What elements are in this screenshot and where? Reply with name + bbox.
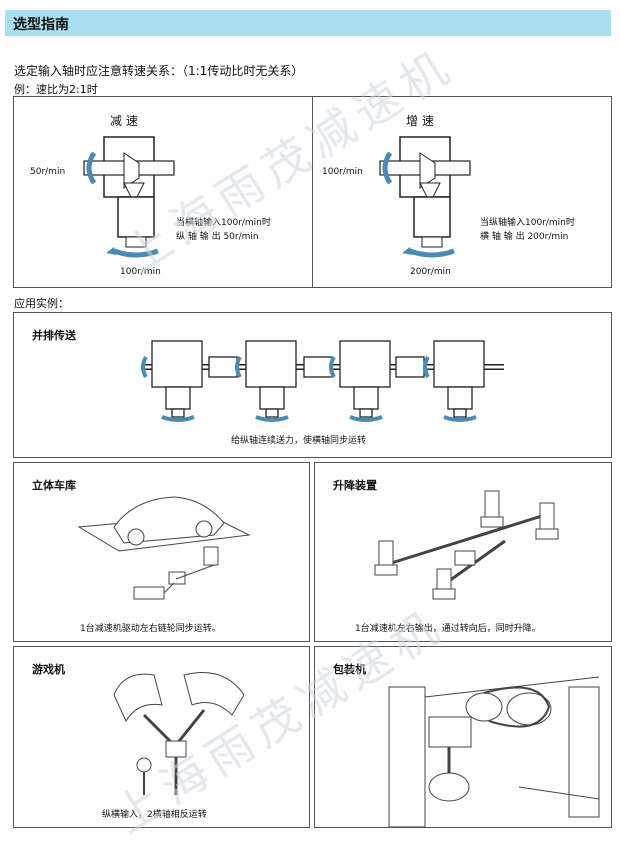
garage-car-diagram [77,496,251,600]
game-panel: 游戏机 纵横输入，2横轴相反运转 [13,646,310,828]
decel-gearbox-diagram [83,136,175,258]
decel-title: 减 速 [110,114,138,128]
decel-note-2: 纵 轴 输 出 50r/min [176,232,259,242]
accel-note-1: 当纵轴输入100r/min时 [480,218,575,228]
lift-jacks-diagram [374,490,559,600]
section-title: 选型指南 [13,17,69,33]
parallel-title: 并排传送 [32,329,76,342]
garage-title: 立体车库 [32,479,76,492]
accel-gearbox-diagram [379,136,471,258]
accel-output-speed: 200r/min [410,267,451,277]
garage-caption: 1台减速机驱动左右链轮同步运转。 [80,624,221,634]
lift-caption: 1台减速机左右输出，通过转向后，同时升降。 [355,624,541,634]
game-machine-diagram [113,672,245,795]
decel-note-1: 当横轴输入100r/min时 [176,218,271,228]
lift-panel: 升降装置 1台减速机左右输出，通过转向后，同时升降。 [314,462,612,642]
decel-input-speed: 50r/min [30,167,66,177]
divider [312,97,313,287]
accel-note-2: 横 轴 输 出 200r/min [480,232,569,242]
accel-input-speed: 100r/min [322,167,363,177]
parallel-gearboxes-diagram [141,340,504,422]
accel-title: 增 速 [406,114,434,128]
game-title: 游戏机 [32,663,65,676]
packing-machine-diagram [388,676,600,828]
parallel-panel: 并排传送 给纵轴连续送力，使横轴同步运转 [13,312,612,458]
section-header: 选型指南 [5,10,611,36]
garage-panel: 立体车库 1台减速机驱动左右链轮同步运转。 [13,462,310,642]
intro-line2: 例：速比为2:1时 [14,83,98,96]
intro-line1: 选定输入轴时应注意转速关系：（1:1传动比时无关系） [14,64,304,78]
game-caption: 纵横输入，2横轴相反运转 [102,810,207,820]
parallel-caption: 给纵轴连续送力，使横轴同步运转 [231,436,367,446]
decel-output-speed: 100r/min [120,267,161,277]
packing-title: 包装机 [333,663,366,676]
packing-panel: 包装机 [314,646,612,828]
lift-title: 升降装置 [333,479,377,492]
example-panel: 减 速 50r/min 100r/min 当横轴输入100r/min时 纵 轴 … [13,96,612,288]
applications-heading: 应用实例： [14,297,69,310]
